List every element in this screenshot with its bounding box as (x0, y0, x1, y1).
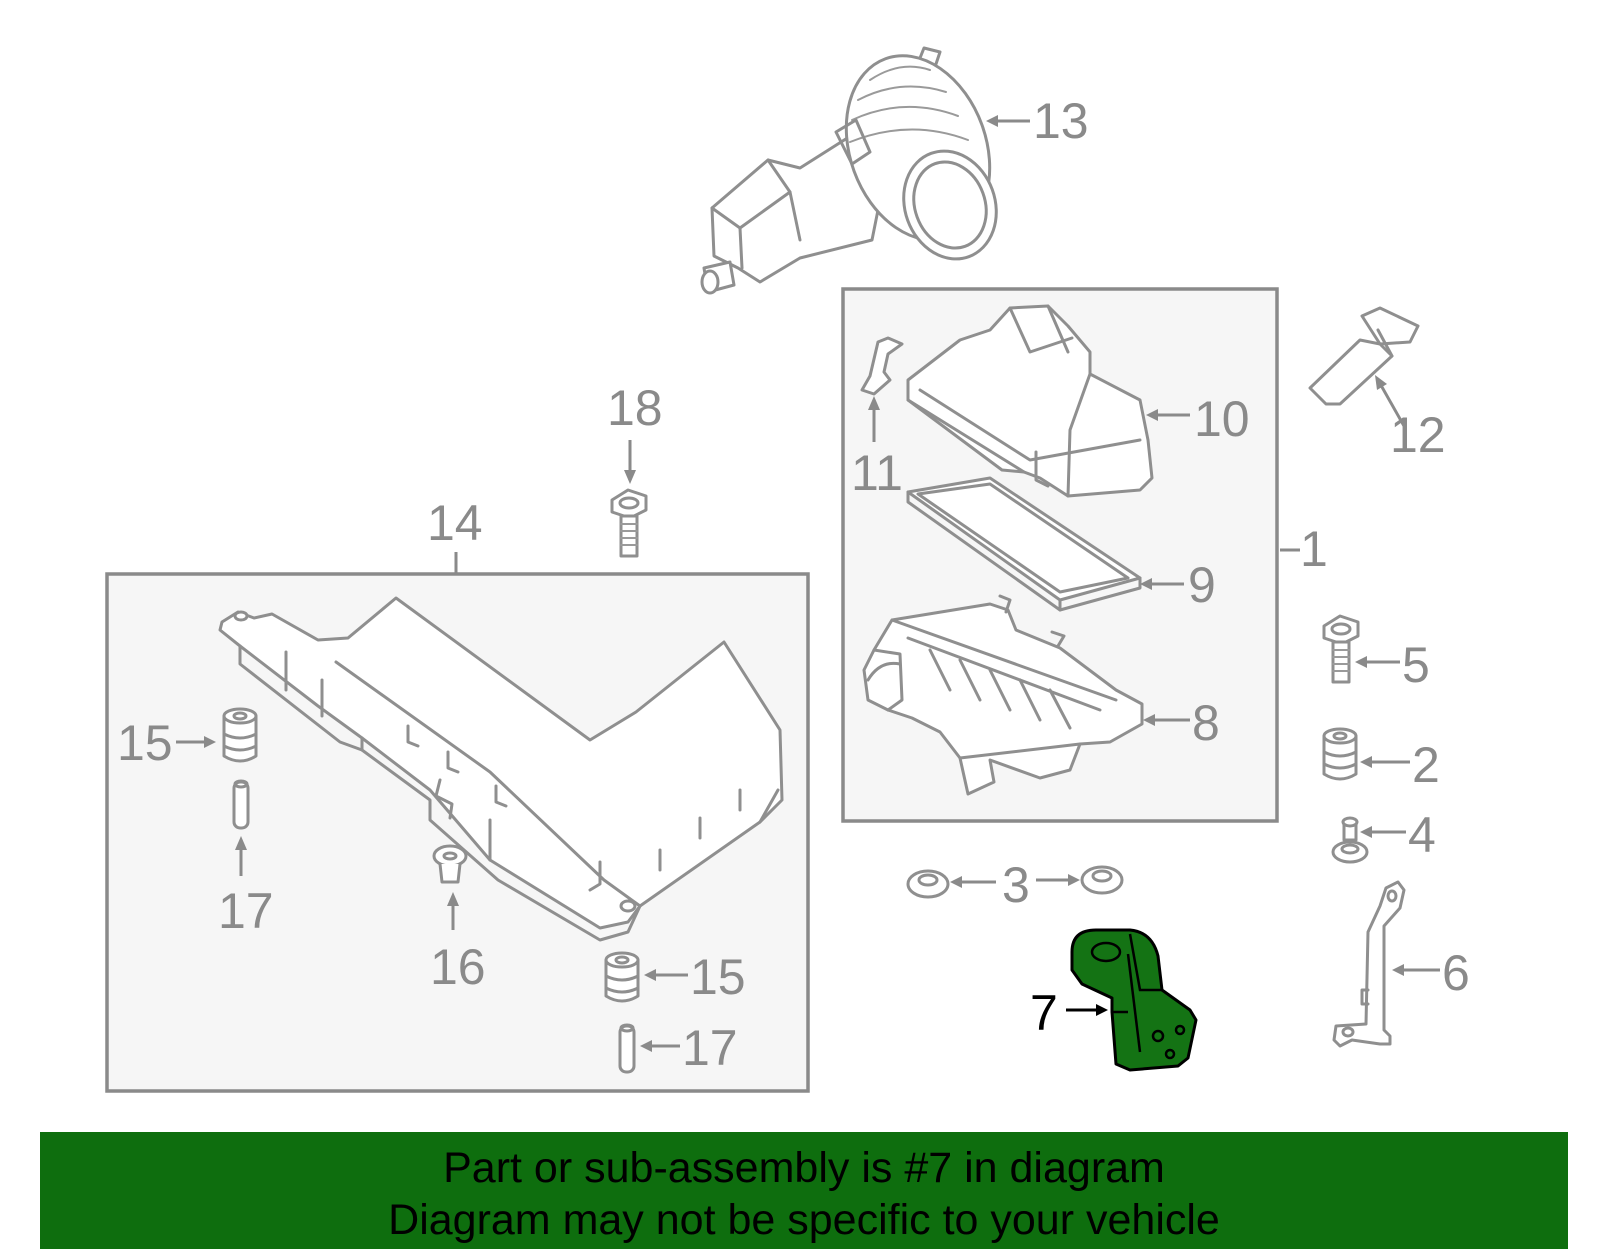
part-6-bracket (1332, 880, 1406, 1048)
label-17-right: 17 (682, 1020, 738, 1076)
label-12: 12 (1390, 407, 1446, 463)
arrowhead-8 (1143, 714, 1155, 726)
arrowhead-12 (1375, 375, 1387, 390)
part-17-pin-left (232, 779, 250, 830)
part-7-bracket-highlighted (1070, 928, 1198, 1072)
arrowhead-18 (624, 470, 636, 484)
label-13: 13 (1033, 93, 1089, 149)
arrowhead-16 (447, 892, 459, 906)
label-18: 18 (607, 380, 663, 436)
label-11: 11 (851, 445, 903, 501)
arrowhead-6 (1392, 964, 1404, 976)
label-9: 9 (1188, 557, 1216, 613)
part-16-push-clip (432, 844, 468, 884)
label-4: 4 (1408, 807, 1436, 863)
part-13-intake-duct (700, 46, 998, 295)
part-11-clip (860, 336, 904, 396)
info-banner: Part or sub-assembly is #7 in diagram Di… (40, 1132, 1568, 1249)
arrowhead-7 (1096, 1004, 1108, 1016)
part-3-washer-right (1080, 865, 1124, 895)
arrowhead-5 (1355, 656, 1367, 668)
part-17-pin-right (618, 1023, 636, 1074)
part-5-bolt (1322, 614, 1360, 684)
part-9-air-filter (906, 476, 1142, 612)
label-7: 7 (1030, 985, 1058, 1041)
label-2: 2 (1412, 737, 1440, 793)
label-5: 5 (1402, 637, 1430, 693)
arrowhead-3-left (950, 876, 962, 888)
part-10-cleaner-cover (906, 304, 1154, 498)
arrowhead-17-left (235, 836, 247, 850)
banner-line-1: Part or sub-assembly is #7 in diagram (443, 1144, 1165, 1192)
part-18-bolt (610, 488, 648, 558)
label-16: 16 (430, 939, 486, 995)
arrowhead-3-right (1068, 874, 1080, 886)
label-6: 6 (1442, 945, 1470, 1001)
part-2-grommet (1322, 727, 1358, 781)
part-4-screw (1331, 816, 1369, 864)
arrowhead-9 (1140, 578, 1152, 590)
label-17-left: 17 (218, 883, 274, 939)
part-14-air-box (218, 596, 784, 942)
arrowhead-17-right (640, 1040, 652, 1052)
part-15-grommet-right (604, 951, 640, 1003)
part-15-grommet-left (222, 707, 258, 763)
arrowhead-13 (986, 115, 998, 127)
label-10: 10 (1194, 391, 1250, 447)
part-3-washer-left (906, 869, 950, 899)
label-15-right: 15 (690, 949, 746, 1005)
part-12-sensor (1308, 306, 1420, 406)
banner-line-2: Diagram may not be specific to your vehi… (388, 1196, 1220, 1244)
label-3: 3 (1002, 857, 1030, 913)
label-14: 14 (427, 495, 483, 551)
label-1: 1 (1300, 521, 1328, 577)
leader-12 (1376, 379, 1406, 427)
arrowhead-11 (868, 396, 880, 410)
banner-text: Part or sub-assembly is #7 in diagram Di… (40, 1142, 1568, 1246)
arrowhead-15-right (644, 969, 656, 981)
arrowhead-2 (1360, 756, 1372, 768)
label-15-left: 15 (117, 715, 173, 771)
label-8: 8 (1192, 695, 1220, 751)
arrowhead-15-left (204, 736, 216, 748)
arrowhead-10 (1146, 409, 1158, 421)
part-8-lower-case (862, 594, 1144, 796)
arrowhead-4 (1360, 826, 1372, 838)
